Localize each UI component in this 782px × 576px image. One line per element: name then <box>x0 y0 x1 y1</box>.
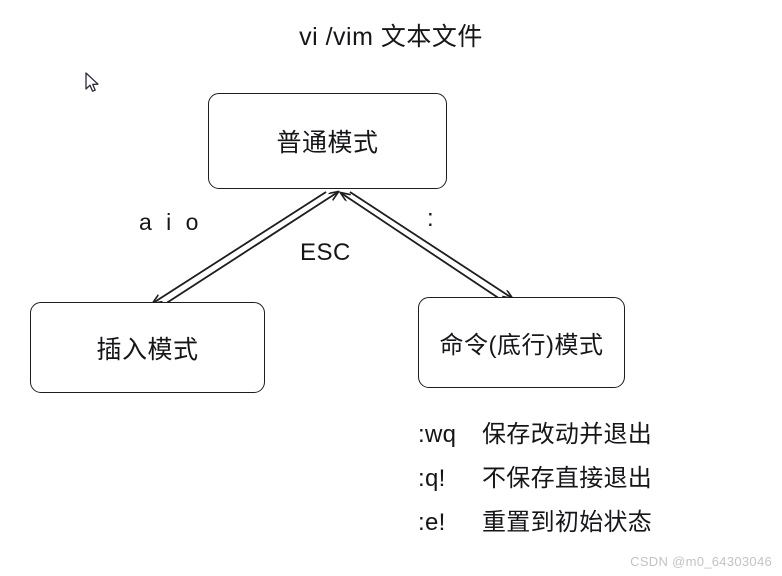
node-normal-mode-label: 普通模式 <box>276 129 379 157</box>
edge-command-to-normal <box>341 193 501 300</box>
mouse-pointer-icon <box>85 72 99 92</box>
node-command-mode[interactable]: 命令(底行)模式 <box>418 297 625 388</box>
command-key: :wq <box>418 421 457 448</box>
diagram-title: vi /vim 文本文件 <box>299 23 483 51</box>
command-row: :q! 不保存直接退出 <box>418 458 652 493</box>
edge-label-aio: a i o <box>139 209 203 235</box>
edge-normal-to-command <box>349 191 512 298</box>
node-command-mode-label: 命令(底行)模式 <box>439 332 604 359</box>
command-row: :wq 保存改动并退出 <box>418 414 652 449</box>
node-insert-mode-label: 插入模式 <box>96 335 199 364</box>
node-insert-mode[interactable]: 插入模式 <box>30 302 265 393</box>
edge-normal-to-insert <box>153 191 327 303</box>
command-description: 不保存直接退出 <box>482 465 653 492</box>
command-key: :q! <box>418 465 446 492</box>
command-description: 重置到初始状态 <box>482 509 653 536</box>
command-description: 保存改动并退出 <box>482 421 653 448</box>
command-row: :e! 重置到初始状态 <box>418 502 652 537</box>
command-key: :e! <box>418 509 446 536</box>
edge-label-colon: : <box>427 205 434 232</box>
command-reference-list: :wq 保存改动并退出 :q! 不保存直接退出 :e! 重置到初始状态 <box>418 414 652 537</box>
edge-label-esc: ESC <box>300 239 351 266</box>
node-normal-mode[interactable]: 普通模式 <box>208 93 447 189</box>
watermark: CSDN @m0_64303046 <box>630 554 772 569</box>
edge-insert-to-normal <box>164 192 338 305</box>
